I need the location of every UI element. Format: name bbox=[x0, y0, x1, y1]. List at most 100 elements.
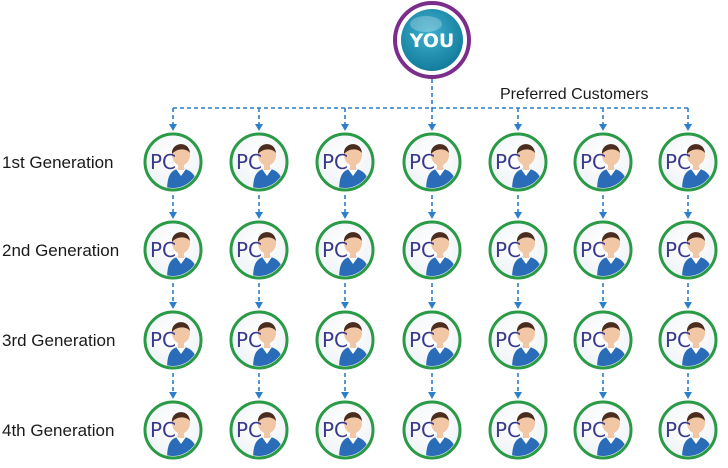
pc-node-label: PC bbox=[665, 418, 691, 442]
pc-node-label: PC bbox=[236, 238, 262, 262]
pc-node: PC bbox=[658, 400, 718, 460]
pc-node-label: PC bbox=[150, 150, 176, 174]
connector-arrowhead bbox=[341, 302, 349, 309]
pc-node: PC bbox=[658, 132, 718, 192]
connector-arrowhead bbox=[599, 392, 607, 399]
person-icon bbox=[426, 232, 458, 276]
connector-arrowhead bbox=[341, 124, 349, 131]
preferred-customers-label: Preferred Customers bbox=[500, 86, 649, 103]
pc-node: PC bbox=[315, 400, 375, 460]
you-node-disc bbox=[401, 9, 463, 71]
generation-labels: 1st Generation 2nd Generation 3rd Generati… bbox=[2, 153, 119, 440]
connector-arrowhead bbox=[514, 302, 522, 309]
pc-node: PC bbox=[488, 310, 548, 370]
pc-node: PC bbox=[143, 132, 203, 192]
pc-node-label: PC bbox=[322, 328, 348, 352]
pc-node: PC bbox=[488, 400, 548, 460]
connector-arrowhead bbox=[428, 302, 436, 309]
connector-arrowhead bbox=[428, 124, 436, 131]
connector-arrowhead bbox=[169, 124, 177, 131]
you-node-gloss bbox=[410, 16, 442, 32]
generation-label: 1st Generation bbox=[2, 153, 114, 172]
connector-arrowhead bbox=[514, 212, 522, 219]
pc-node-label: PC bbox=[495, 150, 521, 174]
connector-arrowhead bbox=[169, 392, 177, 399]
person-icon bbox=[512, 322, 544, 366]
connector-arrowhead bbox=[684, 392, 692, 399]
connector-arrowhead bbox=[684, 302, 692, 309]
pc-node-label: PC bbox=[409, 418, 435, 442]
connector-arrowhead bbox=[599, 124, 607, 131]
connector-arrowhead bbox=[684, 124, 692, 131]
generation-label: 4th Generation bbox=[2, 421, 114, 440]
pc-node-label: PC bbox=[665, 328, 691, 352]
person-icon bbox=[512, 232, 544, 276]
pc-node: PC bbox=[658, 310, 718, 370]
pc-node-label: PC bbox=[665, 150, 691, 174]
pc-node-label: PC bbox=[150, 328, 176, 352]
connector-arrowhead bbox=[684, 212, 692, 219]
generation-label: 2nd Generation bbox=[2, 241, 119, 260]
pc-node-label: PC bbox=[409, 328, 435, 352]
you-node-label: YOU bbox=[409, 30, 455, 52]
connector-arrowhead bbox=[599, 302, 607, 309]
person-icon bbox=[682, 232, 714, 276]
pc-node: PC bbox=[143, 400, 203, 460]
pc-node: PC bbox=[573, 220, 633, 280]
connector-arrowhead bbox=[599, 212, 607, 219]
pc-node: PC bbox=[402, 132, 462, 192]
connector-arrowhead bbox=[255, 212, 263, 219]
pc-node-label: PC bbox=[236, 150, 262, 174]
person-icon bbox=[167, 232, 199, 276]
pc-node-label: PC bbox=[409, 238, 435, 262]
pc-node: PC bbox=[229, 220, 289, 280]
pc-node: PC bbox=[229, 400, 289, 460]
connector-arrowhead bbox=[169, 302, 177, 309]
connector-arrowhead bbox=[341, 392, 349, 399]
pc-node-label: PC bbox=[580, 418, 606, 442]
pc-node-label: PC bbox=[580, 150, 606, 174]
pc-node: PC bbox=[402, 400, 462, 460]
pc-node: PC bbox=[315, 132, 375, 192]
pc-node: PC bbox=[143, 310, 203, 370]
pc-node: PC bbox=[402, 310, 462, 370]
connector-arrowhead bbox=[428, 212, 436, 219]
pc-node: PC bbox=[658, 220, 718, 280]
pc-node-label: PC bbox=[495, 418, 521, 442]
pc-node-label: PC bbox=[322, 418, 348, 442]
connector-arrowhead bbox=[255, 392, 263, 399]
pc-node-label: PC bbox=[236, 418, 262, 442]
pc-node-label: PC bbox=[322, 238, 348, 262]
pc-node: PC bbox=[573, 400, 633, 460]
pc-node-label: PC bbox=[150, 238, 176, 262]
connector-arrowhead bbox=[514, 392, 522, 399]
pc-node: PC bbox=[229, 310, 289, 370]
person-icon bbox=[682, 412, 714, 456]
connector-arrowhead bbox=[169, 212, 177, 219]
pc-node-label: PC bbox=[409, 150, 435, 174]
pc-node-label: PC bbox=[495, 328, 521, 352]
connector-arrowhead bbox=[255, 124, 263, 131]
connector-arrowhead bbox=[255, 302, 263, 309]
pc-node-label: PC bbox=[236, 328, 262, 352]
pc-node: PC bbox=[573, 310, 633, 370]
pc-node-label: PC bbox=[495, 238, 521, 262]
pc-node: PC bbox=[315, 310, 375, 370]
connector-arrowhead bbox=[341, 212, 349, 219]
connector-arrowhead bbox=[428, 392, 436, 399]
pc-node-label: PC bbox=[150, 418, 176, 442]
pc-node-label: PC bbox=[665, 238, 691, 262]
generation-label: 3rd Generation bbox=[2, 331, 115, 350]
pc-node-label: PC bbox=[580, 328, 606, 352]
connector-lines bbox=[169, 79, 692, 399]
pc-node: PC bbox=[143, 220, 203, 280]
pc-node: PC bbox=[229, 132, 289, 192]
pc-node: PC bbox=[573, 132, 633, 192]
pc-node-grid: PC PC PC PC PC PC PC PC PC PC PC PC PC PC PC PC PC PC PC PC… bbox=[143, 132, 718, 460]
pc-node: PC bbox=[488, 132, 548, 192]
pc-node-label: PC bbox=[322, 150, 348, 174]
pc-node: PC bbox=[315, 220, 375, 280]
pc-node-label: PC bbox=[580, 238, 606, 262]
you-node: YOU bbox=[393, 1, 471, 79]
